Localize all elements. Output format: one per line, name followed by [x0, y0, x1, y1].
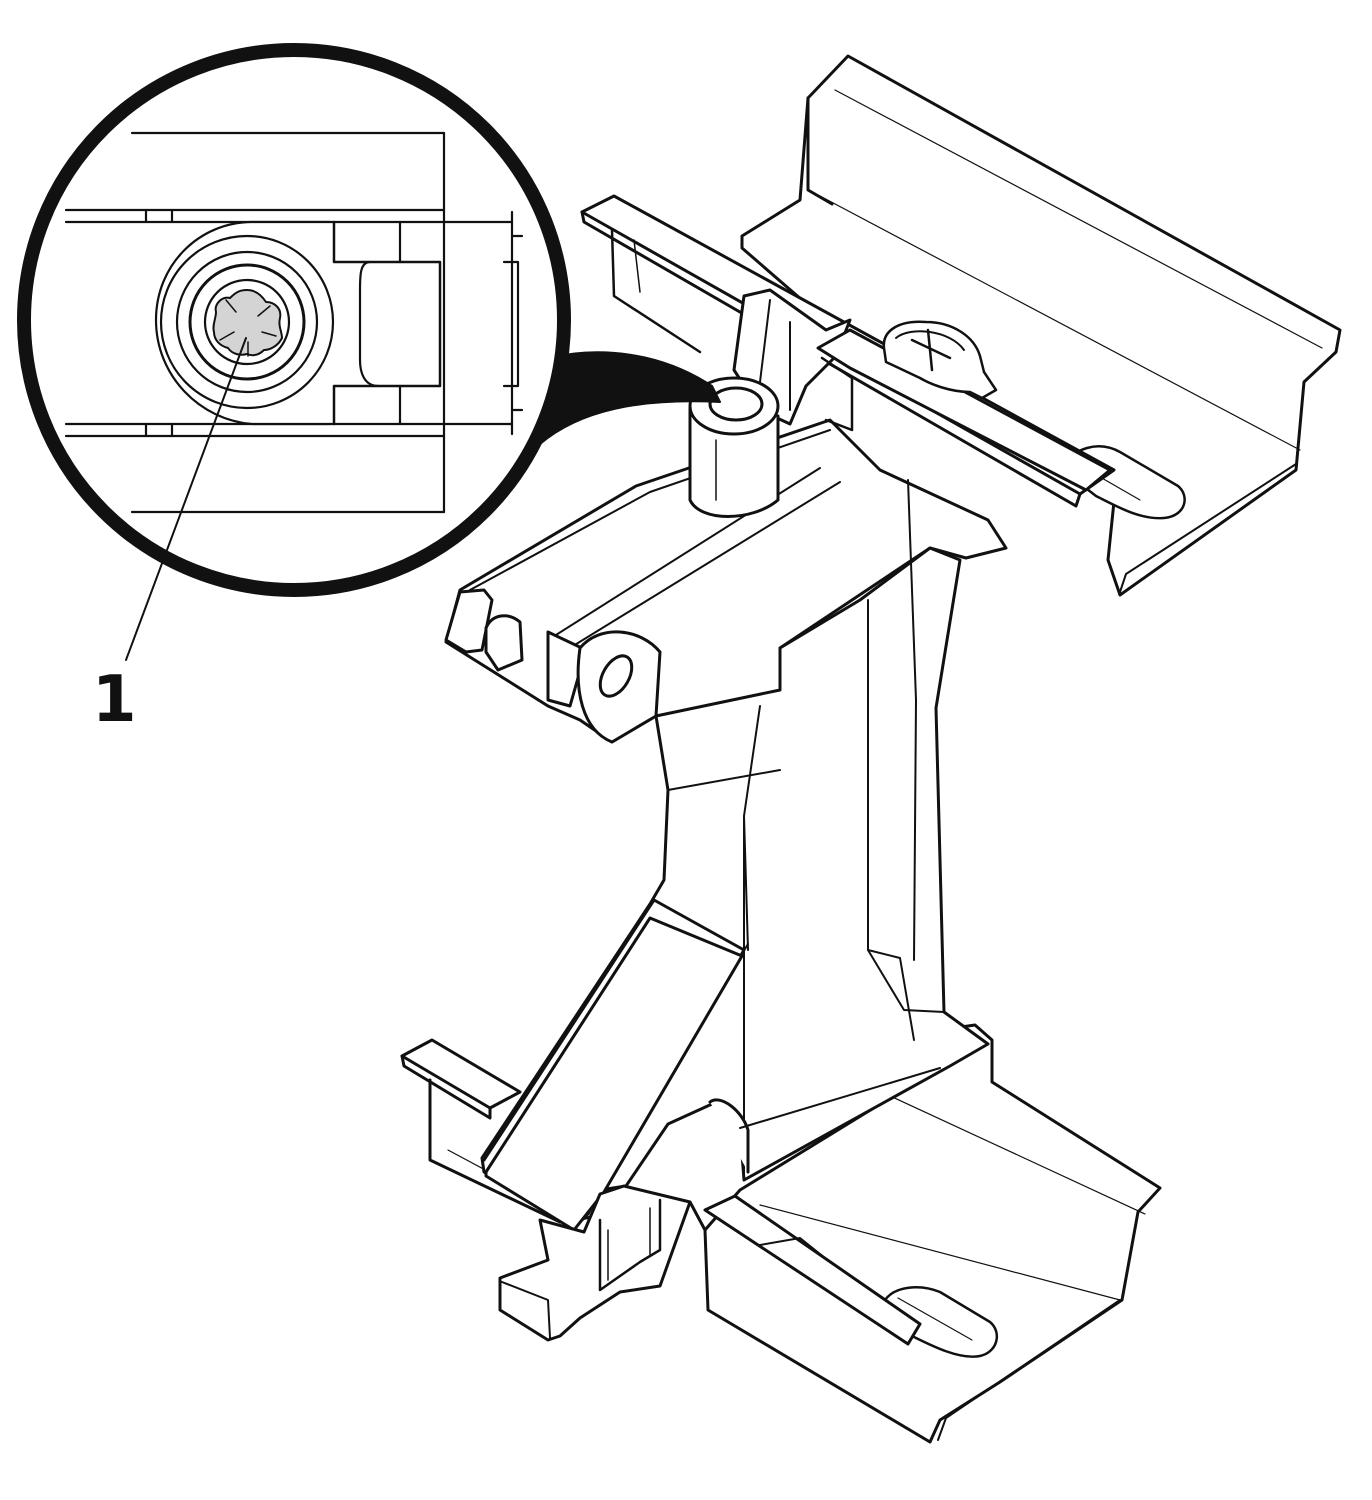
detail-view [64, 131, 524, 514]
phillips-screw-icon [882, 320, 998, 400]
callout-label-1: 1 [92, 663, 137, 737]
leader-line [125, 337, 247, 661]
bracket-body [444, 418, 1008, 1342]
slide-bar [580, 194, 1116, 518]
